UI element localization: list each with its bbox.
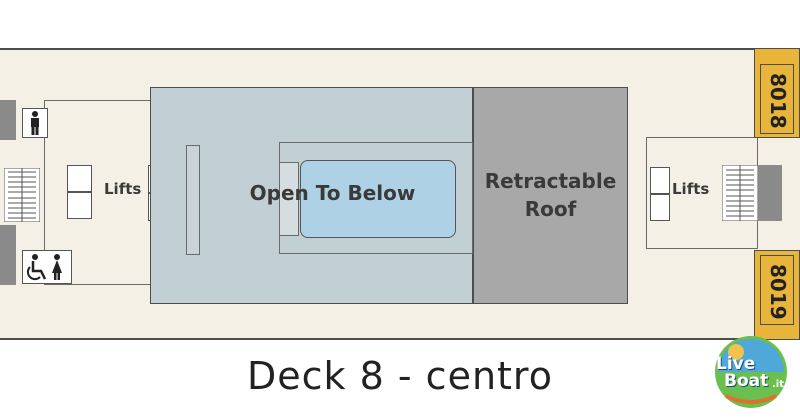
globe-logo-icon (715, 336, 787, 408)
fore-lift-car-1 (67, 165, 92, 192)
liveboat-logo: Live Boat .it (706, 326, 796, 416)
aft-lift-car-2 (650, 194, 670, 221)
retractable-roof (473, 87, 628, 304)
logo-text-live: Live (716, 354, 756, 374)
stairs-icon (4, 168, 40, 222)
cabin-8019-number: 8019 (760, 255, 794, 325)
accessible-toilet-icon (26, 254, 62, 281)
fore-lifts-label: Lifts (104, 180, 142, 198)
aft-stairs-icon (722, 165, 758, 221)
logo-text-suffix: .it (772, 379, 785, 390)
fore-stair-block-top (0, 100, 16, 140)
fore-corridor (45, 100, 150, 285)
aft-stair-block (758, 165, 782, 221)
roof-label-line1: Retractable (484, 169, 617, 193)
logo-text-boat: Boat (724, 371, 769, 391)
deck-title: Deck 8 - centro (247, 354, 553, 398)
roof-label-line2: Roof (524, 197, 577, 221)
atrium-railing (186, 145, 200, 255)
aft-lift-car-1 (650, 167, 670, 194)
fore-lift-car-2 (67, 192, 92, 219)
pool-surround (279, 162, 299, 236)
pool (300, 160, 456, 238)
cabin-8019-label: 8019 (766, 264, 790, 320)
cabin-8018-number: 8018 (760, 64, 794, 134)
cabin-8018-label: 8018 (766, 73, 790, 129)
aft-lifts-label: Lifts (672, 180, 710, 198)
atrium-label: Open To Below (249, 181, 416, 205)
restroom-accessible (22, 250, 72, 284)
restroom-men (22, 108, 48, 138)
toilet-men-icon (31, 111, 39, 135)
fore-stair-block-bottom (0, 225, 16, 285)
